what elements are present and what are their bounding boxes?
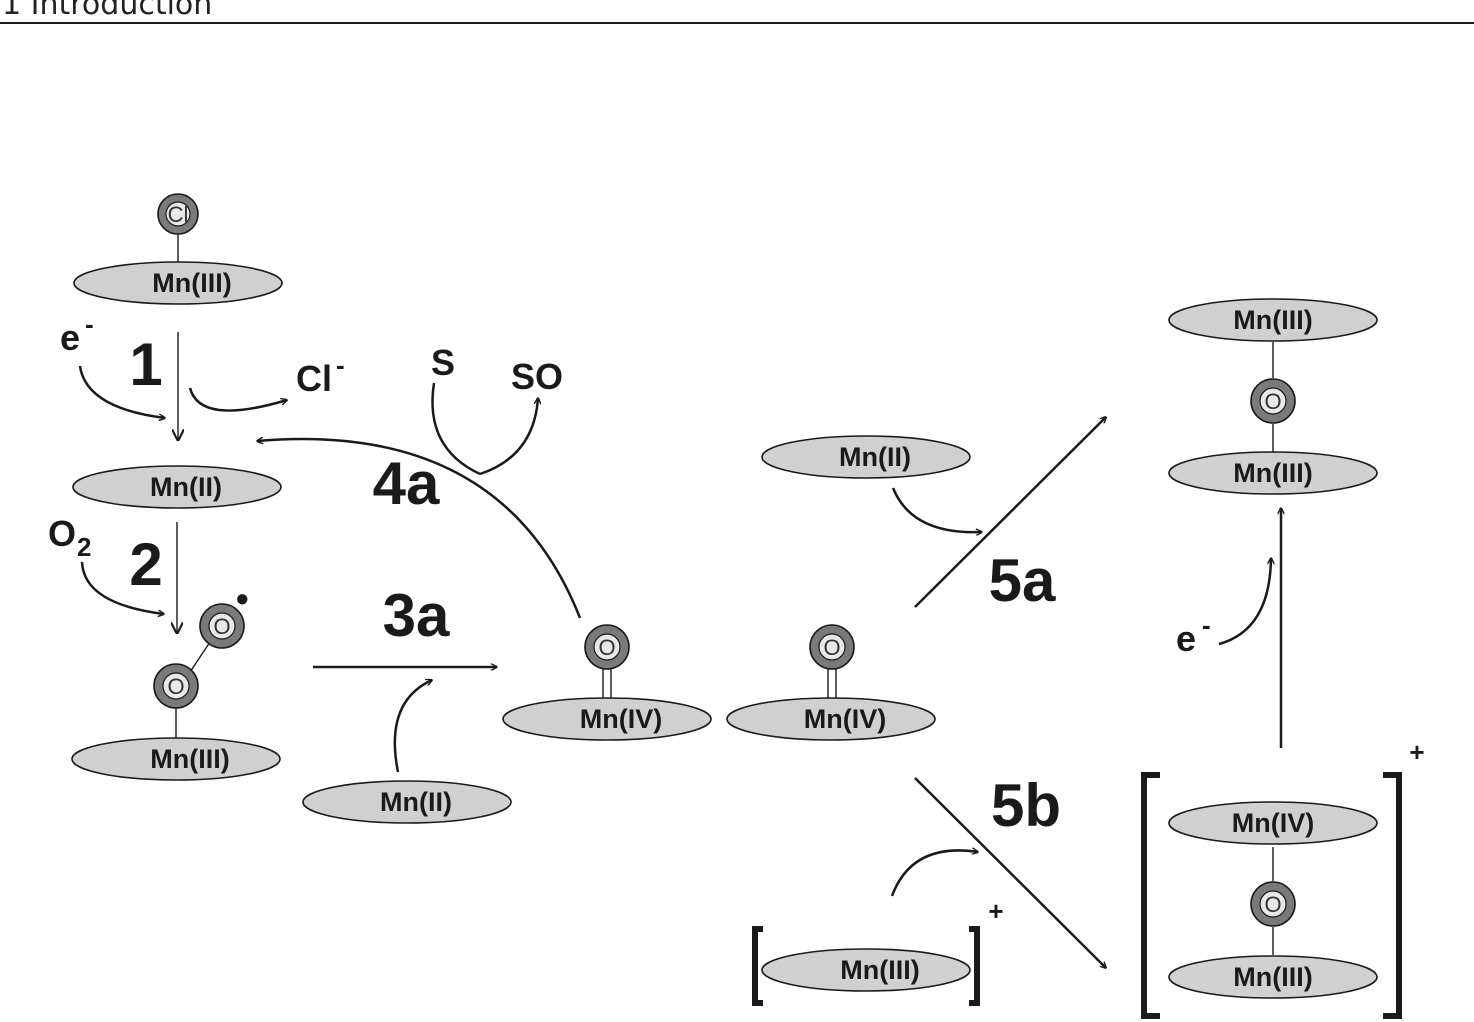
mn3-input-arrow	[890, 850, 978, 897]
left-bracket	[752, 926, 763, 1006]
mn3-cation: Mn(III) +	[752, 896, 1004, 1006]
mn-disc-label: Mn(II)	[839, 442, 911, 472]
o-atom: O	[809, 624, 855, 670]
o-atom-bridge: O	[1250, 378, 1296, 424]
mn-disc-label: Mn(III)	[150, 744, 229, 774]
step-5a-label: 5a	[989, 547, 1056, 614]
electron-charge: -	[85, 309, 94, 339]
mn-disc: Mn(III)	[761, 948, 971, 992]
mn4-oxo-complex-b: O Mn(IV)	[726, 624, 936, 741]
right-bracket	[969, 926, 980, 1006]
mn-disc: Mn(IV)	[726, 697, 936, 741]
mn-disc: Mn(III)	[73, 261, 283, 305]
step-1-label: 1	[129, 331, 162, 398]
chloride-charge: -	[336, 350, 345, 380]
o2-label: O	[48, 513, 76, 554]
right-bracket	[1383, 772, 1402, 1019]
section-title: 1 Introduction	[2, 0, 213, 22]
substrate-curve	[431, 382, 481, 476]
chloride-label: Cl	[296, 358, 332, 399]
chloride-arrow	[188, 387, 287, 412]
radical-dot: •	[236, 578, 249, 619]
step-5a-arrow	[914, 417, 1106, 608]
electron-label: e	[1176, 618, 1196, 659]
mn2-disc-5a: Mn(II)	[761, 435, 971, 479]
mn-disc-label: Mn(III)	[1233, 458, 1312, 488]
step-5b-arrow	[914, 777, 1106, 968]
o-atom: O	[584, 624, 630, 670]
o-atom-label: O	[213, 614, 230, 639]
mn2-input-arrow	[393, 680, 432, 773]
mn3-cl-complex: Cl Mn(III)	[73, 193, 283, 305]
step-3a-label: 3a	[383, 582, 450, 649]
mn-disc-label: Mn(III)	[1233, 305, 1312, 335]
mn-disc: Mn(IV)	[502, 697, 712, 741]
mn4-mn3-oxo-cation: + Mn(IV) O Mn(III)	[1141, 737, 1425, 1019]
electron-charge: -	[1202, 610, 1211, 640]
mn2-input-arrow	[891, 487, 982, 532]
charge-plus: +	[1409, 737, 1424, 767]
mn2-disc-3a: Mn(II)	[302, 780, 512, 824]
mn3-oxo-dimer: Mn(III) O Mn(III)	[1168, 298, 1378, 495]
substrate-label: S	[431, 342, 455, 383]
electron-arrow	[1218, 558, 1271, 646]
mn-disc-label: Mn(II)	[150, 472, 222, 502]
o2-subscript: 2	[77, 532, 91, 562]
mn-disc-label: Mn(IV)	[580, 704, 662, 734]
mn3-superoxo-complex: O • O Mn(III)	[71, 578, 281, 781]
o-atom-label: O	[167, 674, 184, 699]
electron-label: e	[60, 317, 80, 358]
mn-disc-top: Mn(IV)	[1168, 801, 1378, 845]
mn-disc-top: Mn(III)	[1168, 298, 1378, 342]
electron-input-1: e -	[60, 309, 165, 418]
mn-disc: Mn(III)	[71, 737, 281, 781]
mn-disc-label: Mn(IV)	[804, 704, 886, 734]
substrate-oxidation: S SO	[431, 342, 563, 476]
step-4a-arrow	[257, 439, 582, 619]
product-label: SO	[511, 356, 563, 397]
charge-plus: +	[988, 896, 1003, 926]
mn2-disc: Mn(II)	[72, 465, 282, 509]
cl-atom-label: Cl	[168, 202, 189, 227]
chloride-release: Cl -	[188, 350, 345, 412]
step-4a-label: 4a	[373, 450, 440, 517]
o-atom-label: O	[598, 635, 615, 660]
step-5b-label: 5b	[991, 772, 1061, 839]
o-atom-bridge: O	[1250, 881, 1296, 927]
o-atom-label: O	[823, 635, 840, 660]
mn-disc-label: Mn(III)	[152, 268, 231, 298]
product-arrow	[479, 398, 538, 476]
oxygen-input: O 2	[48, 513, 164, 614]
mn-disc-label: Mn(IV)	[1232, 808, 1314, 838]
left-bracket	[1141, 772, 1160, 1019]
mn-disc-bottom: Mn(III)	[1168, 451, 1378, 495]
oxygen-arrow	[80, 561, 164, 614]
mn4-oxo-complex-a: O Mn(IV)	[502, 624, 712, 741]
mn-disc-bottom: Mn(III)	[1168, 955, 1378, 999]
o-atom-distal: O	[199, 603, 245, 649]
mn-disc-label: Mn(II)	[380, 787, 452, 817]
cl-atom: Cl	[157, 193, 199, 235]
mn-disc-label: Mn(III)	[1233, 962, 1312, 992]
o-atom-label: O	[1264, 389, 1281, 414]
mn-disc-label: Mn(III)	[840, 955, 919, 985]
electron-arrow	[78, 365, 165, 418]
o-atom-proximal: O	[153, 663, 199, 709]
page-header: 1 Introduction	[0, 0, 1474, 24]
electron-input-2: e -	[1176, 558, 1271, 659]
o-atom-label: O	[1264, 892, 1281, 917]
o-o-bond	[189, 641, 211, 673]
step-2-label: 2	[129, 531, 162, 598]
